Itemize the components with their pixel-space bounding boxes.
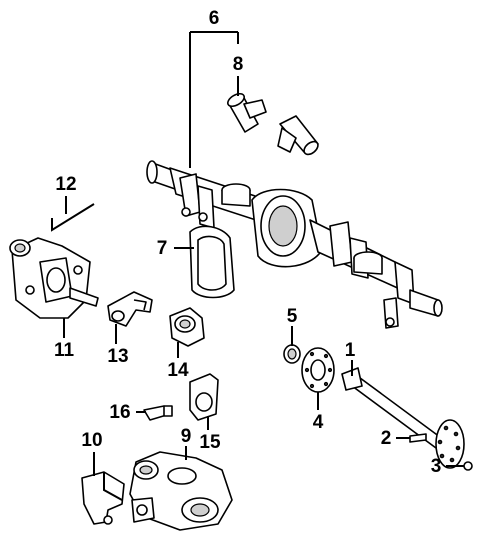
hex-key: [51, 203, 95, 232]
mount-bracket: [189, 373, 219, 421]
callout-2: 2: [381, 428, 392, 449]
callout-3: 3: [431, 456, 442, 477]
axle-shaft: [341, 367, 465, 469]
support-bracket: [81, 471, 125, 525]
callout-15: 15: [199, 432, 221, 453]
callout-9: 9: [181, 426, 192, 447]
differential-assembly-left: [9, 237, 99, 319]
cover-gasket: [189, 225, 235, 299]
callout-16: 16: [109, 402, 130, 423]
vent-tube-parts: [227, 92, 319, 156]
callout-12: 12: [55, 174, 76, 195]
differential-carrier: [129, 451, 233, 531]
callout-11: 11: [54, 340, 75, 361]
oil-seal: [283, 344, 301, 364]
axle-housing: [146, 160, 443, 329]
sensor: [143, 405, 173, 421]
callout-8: 8: [233, 54, 244, 75]
wheel-stud: [409, 433, 427, 443]
shift-fork: [107, 291, 153, 327]
callout-6: 6: [209, 8, 220, 29]
callout-13: 13: [107, 346, 128, 367]
clutch-collar: [169, 307, 205, 347]
lug-nut: [463, 461, 473, 471]
callout-5: 5: [287, 306, 298, 327]
leader-lines: [63, 31, 464, 476]
callout-1: 1: [345, 340, 356, 361]
callout-14: 14: [167, 360, 189, 381]
retainer-plate: [301, 347, 335, 393]
callout-4: 4: [313, 412, 324, 433]
callout-7: 7: [157, 238, 168, 259]
callout-10: 10: [81, 430, 102, 451]
callout-labels: 1 2 3 4 5 6 7 8 9 10 11 12 13 14 15 16: [54, 8, 441, 477]
